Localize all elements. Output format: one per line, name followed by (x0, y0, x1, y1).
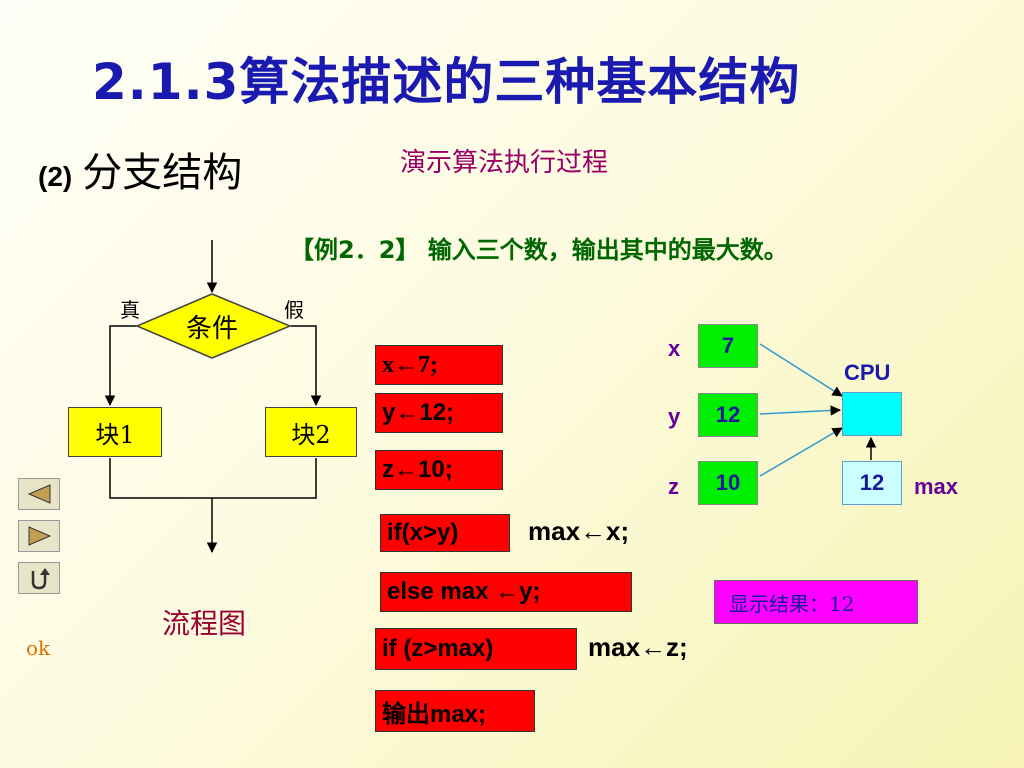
subtitle-text: 分支结构 (82, 150, 243, 196)
cpu-box (842, 392, 902, 436)
statement-max-x: max←x; (528, 516, 630, 546)
cpu-label: CPU (844, 360, 891, 385)
variable-z-cell: 10 (698, 461, 758, 505)
statement-if-z-gt-max: if (z>max) (375, 628, 577, 670)
result-display: 显示结果：12 (714, 580, 918, 624)
section-subtitle: (2) 分支结构 (38, 140, 242, 198)
triangle-right-icon (28, 526, 52, 546)
example-description: 【例2．2】 输入三个数，输出其中的最大数。 (290, 236, 788, 264)
statement-z-assign: z←10; (375, 450, 503, 490)
false-branch-label: 假 (284, 298, 304, 322)
variable-y-name: y (668, 404, 681, 429)
statement-if-x-gt-y: if(x>y) (380, 514, 510, 552)
page-title: 2.1.3算法描述的三种基本结构 (92, 53, 801, 111)
variable-z-name: z (668, 474, 679, 499)
subtitle-number: (2) (38, 161, 73, 192)
forward-button[interactable] (18, 520, 60, 552)
statement-max-z: max←z; (588, 632, 688, 662)
statement-y-assign: y←12; (375, 393, 503, 433)
statement-output-max: 输出max; (375, 690, 535, 732)
u-turn-icon (31, 568, 50, 590)
condition-label: 条件 (185, 314, 238, 344)
statement-else-max-y: else max ←y; (380, 572, 632, 612)
variable-max-cell: 12 (842, 461, 902, 505)
flow-block-2: 块2 (265, 407, 357, 457)
variable-x-name: x (668, 336, 681, 361)
flow-block-1: 块1 (68, 407, 162, 457)
flowchart-caption: 流程图 (162, 607, 247, 640)
demo-execution-link[interactable]: 演示算法执行过程 (400, 148, 609, 178)
condition-diamond (135, 293, 292, 359)
variable-x-cell: 7 (698, 324, 758, 368)
back-button[interactable] (18, 478, 60, 510)
triangle-left-icon (27, 484, 51, 504)
statement-x-assign: x←7; (375, 345, 503, 385)
variable-y-cell: 12 (698, 393, 758, 437)
ok-label: ok (26, 636, 51, 660)
return-button[interactable] (18, 562, 60, 594)
true-branch-label: 真 (120, 298, 140, 322)
variable-max-name: max (914, 474, 959, 499)
